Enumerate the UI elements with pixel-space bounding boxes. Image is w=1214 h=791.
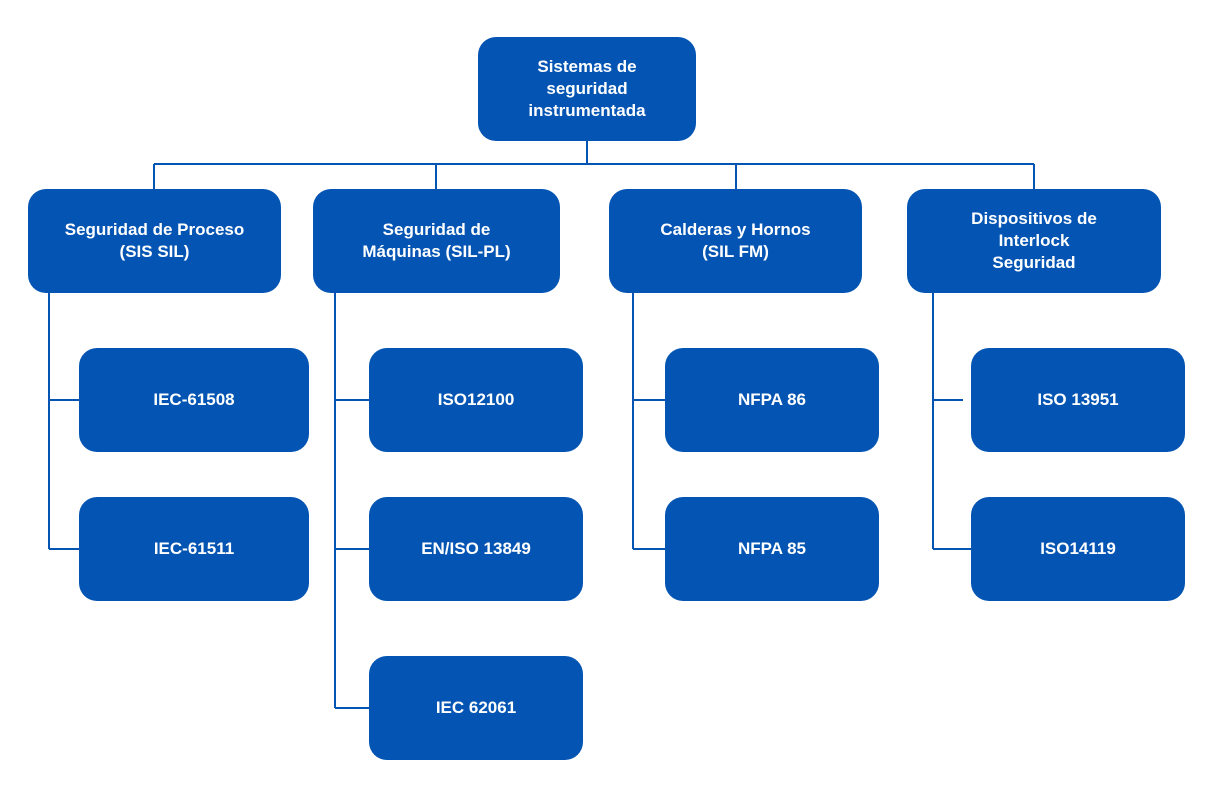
standard-node: IEC 62061 (369, 656, 583, 760)
category-node-process-safety: Seguridad de Proceso (SIS SIL) (28, 189, 281, 293)
category-node-interlock-devices: Dispositivos de Interlock Seguridad (907, 189, 1161, 293)
root-node: Sistemas de seguridad instrumentada (478, 37, 696, 141)
standard-node: IEC-61508 (79, 348, 309, 452)
standard-node: IEC-61511 (79, 497, 309, 601)
category-node-machine-safety: Seguridad de Máquinas (SIL-PL) (313, 189, 560, 293)
standard-node: NFPA 85 (665, 497, 879, 601)
category-node-boilers-furnaces: Calderas y Hornos (SIL FM) (609, 189, 862, 293)
standard-node: NFPA 86 (665, 348, 879, 452)
standard-node: EN/ISO 13849 (369, 497, 583, 601)
standard-node: ISO 13951 (971, 348, 1185, 452)
standard-node: ISO14119 (971, 497, 1185, 601)
standard-node: ISO12100 (369, 348, 583, 452)
